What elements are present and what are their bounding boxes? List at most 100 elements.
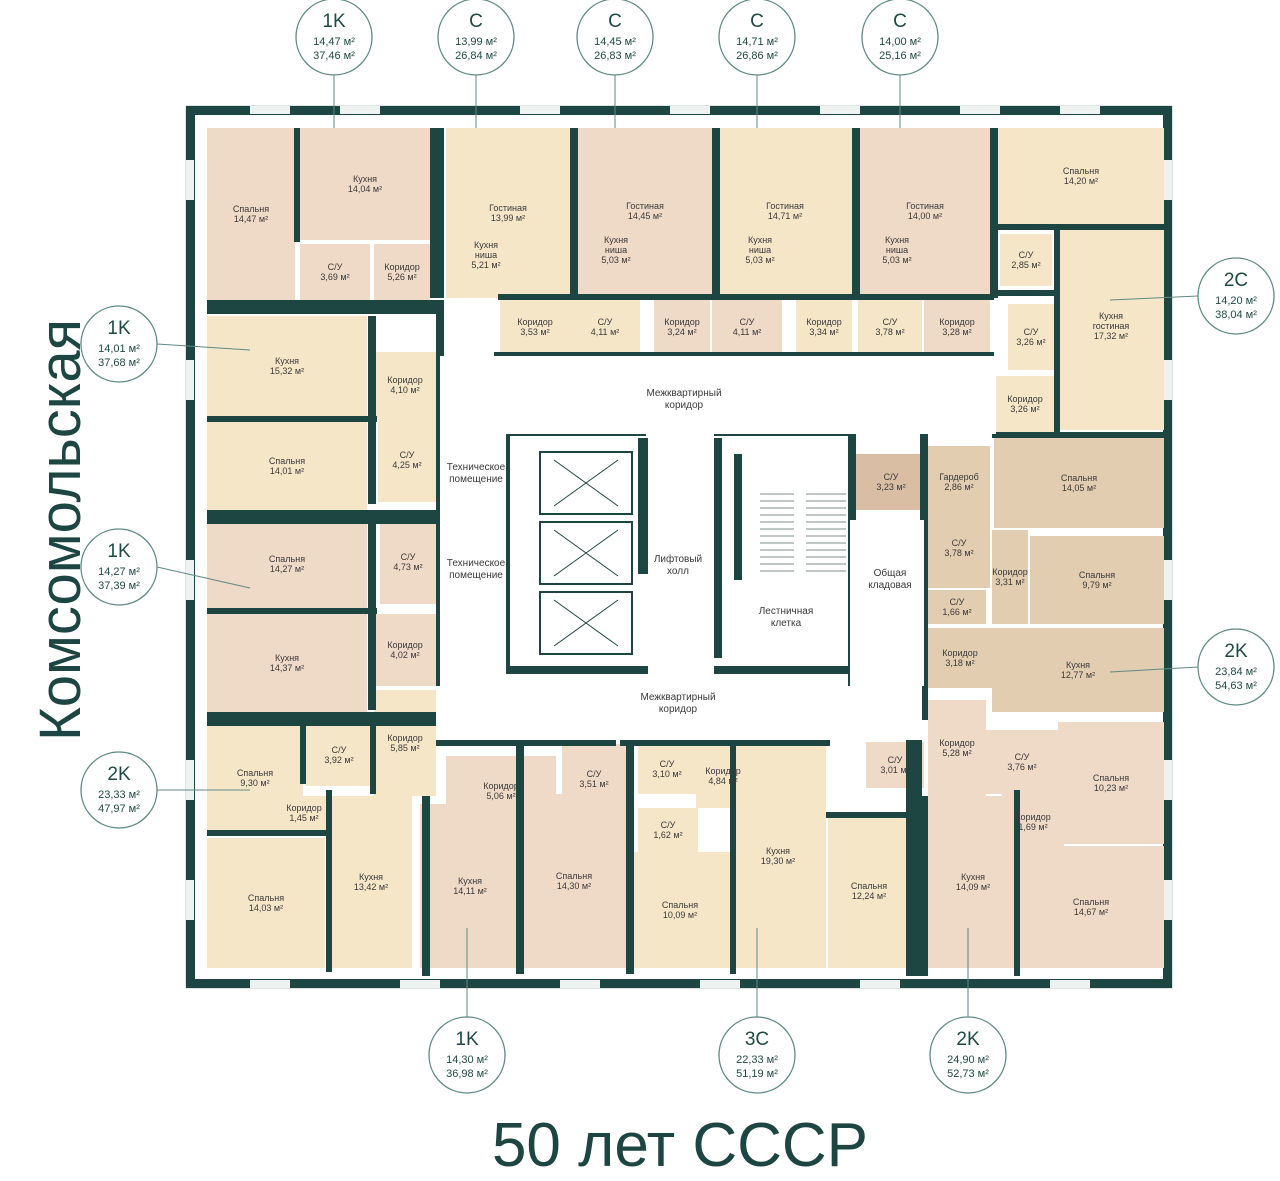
room-area-39: 2,86 м² [944, 482, 973, 492]
room-name-33: С/У [332, 745, 347, 755]
bubble-circle [576, 0, 654, 76]
rooms-layer [207, 128, 1164, 968]
room-area-61: 10,23 м² [1094, 783, 1128, 793]
room-area-15: 14,00 м² [908, 211, 942, 221]
core-layer [436, 356, 996, 740]
room-name-part: С/У [740, 317, 755, 327]
room-area-60: 1,69 м² [1018, 822, 1047, 832]
room-name-38: С/У [884, 472, 899, 482]
room-area-31: 4,02 м² [390, 650, 419, 660]
room-name-part: Спальня [1093, 773, 1129, 783]
room-name-part: Спальня [1079, 570, 1115, 580]
room-23 [1058, 224, 1164, 430]
room-name-53: С/У [661, 820, 676, 830]
wall-40 [730, 744, 736, 974]
room-name-part: Коридор [1007, 394, 1043, 404]
room-area-63: 14,67 м² [1074, 907, 1108, 917]
room-name-part: Гардероб [939, 472, 979, 482]
room-name-part: С/У [401, 552, 416, 562]
room-46 [992, 628, 1164, 712]
apartment-type: 1K [322, 11, 346, 32]
room-name-part: Коридор [806, 317, 842, 327]
room-name-part: гостиная [1093, 321, 1130, 331]
room-name-43: Спальня [1079, 570, 1115, 580]
room-20 [1000, 234, 1052, 286]
wall-39 [626, 744, 634, 974]
room-name-part: С/У [660, 759, 675, 769]
bubble-circle [80, 305, 158, 383]
room-area-45: 3,18 м² [945, 658, 974, 668]
room-area-17: 3,78 м² [875, 327, 904, 337]
room-area-22: 3,26 м² [1010, 404, 1039, 414]
room-name-39: Гардероб [939, 472, 979, 482]
room-13 [712, 298, 782, 356]
room-name-part: Кухня [961, 872, 985, 882]
room-name-32: Спальня [237, 768, 273, 778]
room-name-part: Кухня [1066, 660, 1090, 670]
common-area-line1: Техническое [447, 462, 506, 473]
room-name-part: Спальня [556, 871, 592, 881]
room-name-57: С/У [888, 755, 903, 765]
room-name-11: Гостиная [766, 201, 804, 211]
wall-35 [436, 740, 616, 746]
room-name-part: Гостиная [626, 201, 664, 211]
apartment-living-area: 22,33 м² [736, 1054, 778, 1066]
common-area-line1: Межквартирный [646, 388, 721, 399]
window-22 [1164, 880, 1172, 920]
room-name-55: Кухня [766, 846, 790, 856]
room-38 [856, 454, 926, 510]
apartment-living-area: 13,99 м² [455, 36, 497, 48]
room-name-part: Коридор [384, 262, 420, 272]
apartment-living-area: 14,27 м² [98, 566, 140, 578]
room-27 [378, 418, 436, 502]
room-area-30: 14,37 м² [270, 663, 304, 673]
room-area-24: 15,32 м² [270, 366, 304, 376]
wall-12 [207, 510, 437, 524]
room-area-50: 14,30 м² [557, 881, 591, 891]
room-area-54: 10,09 м² [663, 910, 697, 920]
apartment-total-area: 37,39 м² [98, 580, 140, 592]
room-area-1: 14,04 м² [348, 184, 382, 194]
room-name-part: Кухня [458, 876, 482, 886]
room-36 [207, 838, 325, 968]
street-label-bottom: 50 лет СССР [491, 1111, 869, 1180]
wall-3 [1164, 106, 1172, 988]
bubble-circle [437, 0, 515, 76]
common-area-line1: Общая [874, 567, 907, 579]
room-name-34: Коридор [387, 733, 423, 743]
room-area-57: 3,01 м² [880, 765, 909, 775]
room-19 [998, 128, 1164, 224]
room-name-0: Спальня [233, 204, 269, 214]
common-area-line2: клетка [771, 618, 802, 629]
apartment-living-area: 23,84 м² [1215, 666, 1257, 678]
room-name-part: Кухня [766, 846, 790, 856]
room-name-62: Кухня [961, 872, 985, 882]
window-15 [186, 560, 194, 600]
room-area-21: 3,26 м² [1016, 337, 1045, 347]
apartment-total-area: 37,46 м² [313, 50, 355, 62]
room-name-22: Коридор [1007, 394, 1043, 404]
room-21 [1008, 304, 1054, 370]
common-area-line2: помещение [449, 474, 503, 485]
apartment-living-area: 14,71 м² [736, 36, 778, 48]
room-area-40: 14,05 м² [1062, 483, 1096, 493]
room-name-part: ниша [605, 245, 627, 255]
window-8 [400, 980, 440, 988]
room-2 [300, 244, 370, 300]
room-area-2: 3,69 м² [320, 272, 349, 282]
room-name-part: Спальня [1063, 166, 1099, 176]
room-name-42: Коридор [992, 567, 1028, 577]
room-name-part: Гостиная [766, 201, 804, 211]
room-44 [928, 590, 986, 624]
room-area-55: 19,30 м² [761, 856, 795, 866]
room-25 [374, 352, 436, 418]
room-6 [500, 298, 570, 356]
bubble-circle [80, 751, 158, 829]
apartment-living-area: 14,30 м² [446, 1054, 488, 1066]
window-12 [1050, 980, 1090, 988]
